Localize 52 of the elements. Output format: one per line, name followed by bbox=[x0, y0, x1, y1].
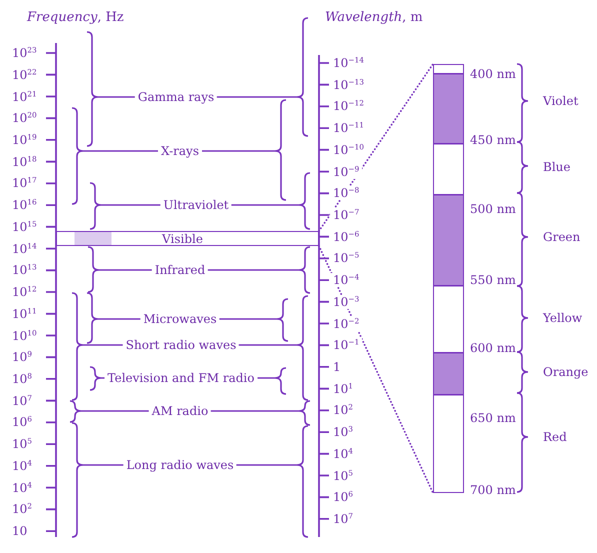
tick-label: 10$^{15}$ bbox=[12, 220, 37, 234]
tick-label: 10$^{19}$ bbox=[12, 132, 37, 147]
visible-spectrum-bar bbox=[433, 64, 464, 493]
tick-label: 10$^{16}$ bbox=[12, 198, 37, 212]
tick-label: 10$^{17}$ bbox=[12, 176, 37, 190]
band-label: Violet bbox=[543, 94, 578, 108]
tick-label: 10$^{18}$ bbox=[12, 154, 37, 169]
dotted-line bbox=[318, 245, 434, 494]
tick-label: 10$^{12}$ bbox=[12, 285, 37, 299]
tick-label: 10$^{2}$ bbox=[12, 502, 32, 516]
band-label: Television and FM radio bbox=[104, 371, 258, 385]
tick-label: 10$^{21}$ bbox=[12, 90, 37, 104]
axis-title: Frequency, Hz bbox=[27, 11, 124, 25]
band-label: Ultraviolet bbox=[160, 198, 232, 212]
tick-label: 10$^{10}$ bbox=[12, 328, 37, 342]
band-label: Yellow bbox=[543, 311, 582, 325]
dotted-line bbox=[318, 63, 434, 232]
tick-label: 10$^{22}$ bbox=[12, 68, 37, 82]
tick-label: 10$^{5}$ bbox=[12, 437, 32, 452]
tick-label: 10$^{8}$ bbox=[12, 372, 32, 386]
tick-label: 10$^{9}$ bbox=[12, 350, 32, 364]
spectrum-band bbox=[56, 231, 319, 246]
tick-label: 10$^{7}$ bbox=[12, 394, 32, 408]
tick-label: 10$^{13}$ bbox=[12, 263, 37, 278]
wavelength-label: 450 nm bbox=[470, 133, 516, 147]
axis-title: Wavelength, m bbox=[325, 11, 423, 25]
band-label: Green bbox=[543, 230, 580, 244]
band-label: Long radio waves bbox=[123, 458, 237, 472]
tick-label: 10$^{14}$ bbox=[12, 242, 37, 256]
wavelength-label: 550 nm bbox=[470, 273, 516, 287]
tick-label: 10$^{4}$ bbox=[12, 480, 32, 495]
band-label: Infrared bbox=[152, 263, 208, 277]
band-label: X-rays bbox=[158, 144, 202, 158]
tick-label: 10$^{20}$ bbox=[12, 111, 37, 126]
wavelength-label: 700 nm bbox=[470, 483, 516, 497]
wavelength-label: 600 nm bbox=[470, 341, 516, 355]
tick-label: 10$^{11}$ bbox=[12, 306, 37, 321]
wavelength-label: 500 nm bbox=[470, 202, 516, 216]
band-label: Blue bbox=[543, 160, 570, 174]
band-label: Gamma rays bbox=[134, 90, 218, 104]
tick-label: 10 bbox=[12, 524, 28, 538]
tick-label: 10$^{23}$ bbox=[12, 46, 37, 60]
tick-label: 10$^{6}$ bbox=[12, 415, 32, 430]
band-label: Red bbox=[543, 430, 567, 444]
band-label: Orange bbox=[543, 365, 588, 379]
band-label: AM radio bbox=[148, 404, 212, 418]
band-label: Microwaves bbox=[140, 312, 220, 326]
wavelength-label: 650 nm bbox=[470, 411, 516, 425]
tick-label: 10$^{4}$ bbox=[12, 458, 32, 473]
band-label: Visible bbox=[162, 232, 203, 244]
band-label: Short radio waves bbox=[122, 338, 240, 352]
wavelength-label: 400 nm bbox=[470, 67, 516, 81]
